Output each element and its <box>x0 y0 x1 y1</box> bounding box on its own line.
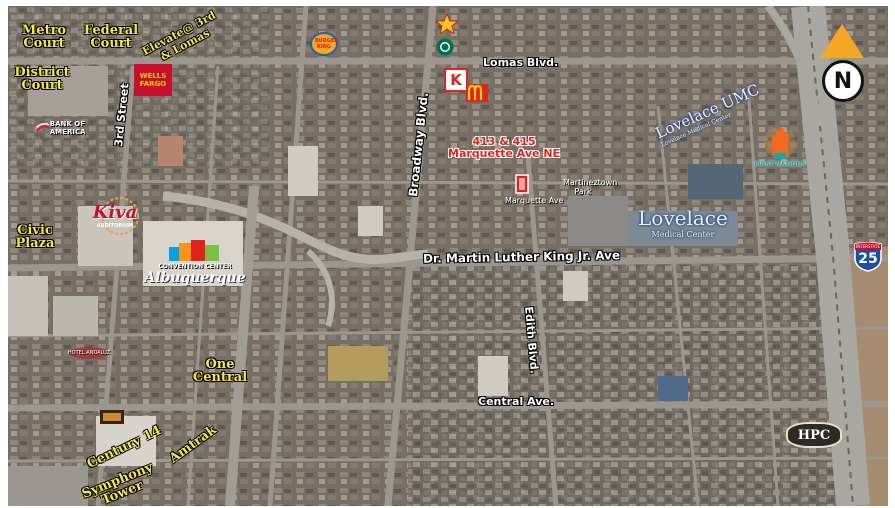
label-federal-court: Federal Court <box>83 23 139 51</box>
first-nations-text: FIRST NATIONS <box>754 160 806 168</box>
interstate-number-text: 25 <box>858 251 878 267</box>
bank-of-america-icon <box>36 123 50 132</box>
interstate-top-text: INTERSTATE <box>856 244 880 249</box>
burger-king-logo: BURGER KING <box>310 32 338 56</box>
lovelace-main-sub-text: Medical Center <box>651 230 715 239</box>
label-martineztown-park: Martineztown Park <box>563 178 618 196</box>
bank-of-america-logo: BANK OF AMERICA <box>36 118 106 138</box>
property-marker-icon[interactable] <box>515 174 529 194</box>
starbucks-icon <box>436 38 454 56</box>
carls-jr-star-icon <box>436 14 458 34</box>
convention-center-icon <box>169 239 219 261</box>
kiva-logo: Kiva AUDITORIUM <box>80 192 150 238</box>
first-nations-logo: FIRST NATIONS <box>752 118 808 174</box>
hpc-logo: HPC <box>786 422 842 448</box>
kiva-text: Kiva <box>92 201 138 223</box>
burger-king-text: BURGER KING <box>315 38 339 50</box>
interstate-shield-icon <box>854 242 882 272</box>
lovelace-medical-center-logo: Lovelace Medical Center <box>638 206 728 239</box>
hpc-text: HPC <box>797 427 831 443</box>
property-line-2: Marquette Ave NE <box>448 147 561 160</box>
convention-center-logo: CONVENTION CENTER Albuquerque <box>144 232 246 290</box>
interstate-25-shield: INTERSTATE 25 <box>853 242 883 272</box>
street-lomas: Lomas Blvd. <box>483 56 559 69</box>
north-arrow-icon <box>820 24 864 58</box>
bank-of-america-text: BANK OF AMERICA <box>49 120 86 136</box>
label-one-central: One Central <box>192 357 248 385</box>
hotel-andaluz-icon <box>69 347 109 359</box>
label-civic-plaza: Civic Plaza <box>15 223 55 251</box>
circle-k-logo: K <box>444 68 468 92</box>
convention-center-text: CONVENTION CENTER <box>158 262 232 270</box>
lovelace-main-text: Lovelace <box>638 206 728 230</box>
street-central: Central Ave. <box>478 395 555 408</box>
wells-fargo-logo: WELLS FARGO <box>134 64 172 96</box>
first-nations-hand-icon <box>764 126 796 159</box>
label-district-court: District Court <box>14 65 70 93</box>
north-compass-circle: N <box>822 60 864 102</box>
street-marquette: Marquette Ave <box>505 196 564 205</box>
circle-k-text: K <box>450 71 462 89</box>
kiva-sun-icon <box>101 197 139 235</box>
property-line-1: 413 & 415 <box>472 135 536 148</box>
wells-fargo-text: WELLS FARGO <box>139 72 167 88</box>
kiva-sub-text: AUDITORIUM <box>96 222 134 229</box>
property-label: 413 & 415 Marquette Ave NE <box>448 136 560 160</box>
century-14-icon <box>100 410 124 424</box>
hotel-andaluz-text: HOTEL ANDALUZ <box>67 350 111 356</box>
mcdonalds-icon <box>466 84 488 102</box>
north-arrow: N <box>820 24 864 104</box>
aerial-map[interactable]: Lomas Blvd. Broadway Blvd. Dr. Martin Lu… <box>8 6 888 506</box>
albuquerque-text: Albuquerque <box>144 269 246 286</box>
north-letter-text: N <box>833 68 853 94</box>
label-metro-court: Metro Court <box>21 23 67 51</box>
